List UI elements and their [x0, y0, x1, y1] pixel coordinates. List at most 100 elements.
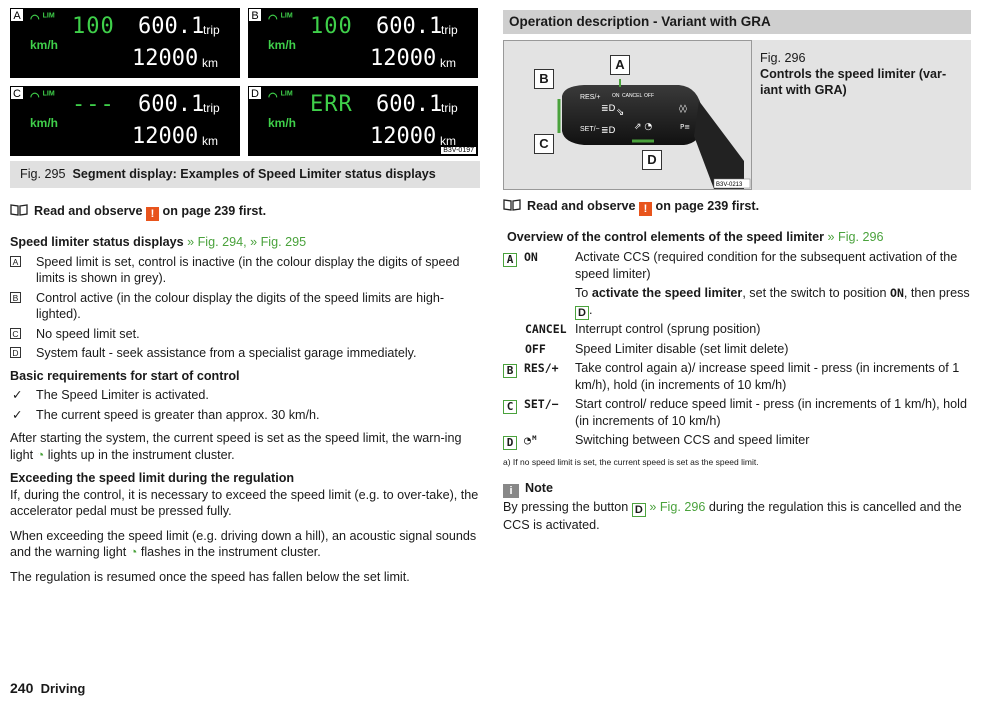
figure-link[interactable]: » Fig. 296 — [824, 230, 884, 244]
odometer-value: 12000 — [370, 124, 437, 149]
trip-value: 600.1 — [138, 92, 205, 117]
svg-text:SET/−: SET/− — [580, 126, 600, 133]
speed-value: 100 — [310, 14, 353, 39]
trip-unit: trip — [203, 23, 220, 37]
trip-unit: trip — [441, 101, 458, 115]
control-row-off: OFF Speed Limiter disable (set limit del… — [525, 342, 789, 356]
panel-label: C — [10, 86, 24, 100]
check-icon: ✓ — [12, 388, 23, 402]
svg-text:≣D: ≣D — [601, 126, 616, 136]
control-row-a: A ON Activate CCS (required condition fo… — [503, 249, 973, 283]
figure-295: A ◠ LIM 100 km/h 600.1 trip 12000 km B ◠… — [10, 8, 480, 158]
lever-illustration: RES/+ ON CANCEL OFF SET/− ≣D ⇘ ≣D ⇗ ◔ ◊◊… — [557, 79, 751, 189]
svg-text:≣D: ≣D — [601, 104, 616, 114]
figure-296: RES/+ ON CANCEL OFF SET/− ≣D ⇘ ≣D ⇗ ◔ ◊◊… — [503, 40, 752, 190]
display-panel-a: A ◠ LIM 100 km/h 600.1 trip 12000 km — [10, 8, 240, 78]
page-number: 240 — [10, 680, 34, 696]
svg-text:P≡: P≡ — [680, 123, 690, 131]
odometer-unit: km — [440, 56, 456, 70]
check-icon: ✓ — [12, 407, 23, 422]
display-panel-c: C ◠ LIM --- km/h 600.1 trip 12000 km — [10, 86, 240, 156]
warning-icon: ! — [146, 207, 159, 221]
note-text: By pressing the button D » Fig. 296 duri… — [503, 500, 962, 532]
speed-value: --- — [72, 92, 115, 117]
speed-unit: km/h — [30, 116, 59, 130]
speedometer-lim-icon: ◔ᴹ — [523, 433, 538, 447]
caption-number: Fig. 296 — [760, 51, 806, 65]
book-icon — [503, 199, 521, 211]
speedometer-lim-icon: ◠ LIM — [30, 12, 55, 25]
panel-label: B — [248, 8, 262, 22]
display-panel-b: B ◠ LIM 100 km/h 600.1 trip 12000 km — [248, 8, 478, 78]
callout-d: D — [642, 150, 662, 170]
page-footer: 240 Driving — [10, 680, 85, 696]
odometer-value: 12000 — [370, 46, 437, 71]
trip-unit: trip — [203, 101, 220, 115]
speedometer-warning-icon: ◔ — [129, 545, 138, 559]
speed-value: 100 — [72, 14, 115, 39]
read-observe-line: Read and observe ! on page 239 first. — [10, 203, 480, 221]
svg-text:ON: ON — [612, 93, 620, 99]
resumed-text: The regulation is resumed once the speed… — [10, 569, 410, 584]
list-item: ✓The Speed Limiter is activated. — [12, 388, 209, 402]
trip-value: 600.1 — [138, 14, 205, 39]
display-panel-d: D ◠ LIM ERR km/h 600.1 trip 12000 km B3V… — [248, 86, 478, 156]
odometer-value: 12000 — [132, 124, 199, 149]
control-row-cancel: CANCEL Interrupt control (sprung positio… — [525, 322, 761, 336]
speed-value: ERR — [310, 92, 353, 117]
info-icon: i — [503, 484, 519, 498]
warning-icon: ! — [639, 202, 652, 216]
speedometer-lim-icon: ◠ LIM — [30, 90, 55, 103]
after-start-text: After starting the system, the current s… — [10, 431, 462, 462]
odometer-unit: km — [202, 134, 218, 148]
exceed-heading: Exceeding the speed limit during the reg… — [10, 471, 295, 485]
svg-text:RES/+: RES/+ — [580, 94, 600, 101]
panel-label: D — [248, 86, 262, 100]
control-row-c: C SET/− Start control/ reduce speed limi… — [503, 396, 973, 430]
footnote: a) If no speed limit is set, the current… — [503, 457, 759, 467]
speedometer-warning-icon: ◔ — [36, 447, 45, 462]
speedometer-lim-icon: ◠ LIM — [268, 90, 293, 103]
hill-text: When exceeding the speed limit (e.g. dri… — [10, 528, 477, 560]
trip-unit: trip — [441, 23, 458, 37]
section-heading: Operation description - Variant with GRA — [503, 10, 971, 34]
status-heading: Speed limiter status displays » Fig. 294… — [10, 235, 307, 249]
speed-unit: km/h — [268, 116, 297, 130]
speedometer-lim-icon: ◠ LIM — [268, 12, 293, 25]
figure-link[interactable]: » Fig. 294, » Fig. 295 — [183, 235, 307, 249]
figure-link[interactable]: » Fig. 296 — [645, 500, 706, 514]
svg-text:CANCEL: CANCEL — [622, 93, 643, 99]
control-row-d: D ◔ᴹ Switching between CCS and speed lim… — [503, 432, 973, 450]
callout-b: B — [534, 69, 554, 89]
read-observe-line-right: Read and observe ! on page 239 first. — [503, 198, 973, 216]
caption-text: Controls the speed limiter (var-iant wit… — [760, 67, 947, 97]
panel-label: A — [10, 8, 24, 22]
trip-value: 600.1 — [376, 14, 443, 39]
svg-text:⇗ ◔: ⇗ ◔ — [634, 122, 652, 132]
list-item: ✓The current speed is greater than appro… — [12, 407, 320, 422]
section-name: Driving — [40, 681, 86, 696]
speed-unit: km/h — [30, 38, 59, 52]
svg-text:◊◊: ◊◊ — [679, 104, 687, 113]
basic-list: ✓The Speed Limiter is activated. ✓The cu… — [10, 387, 480, 423]
caption-text: Segment display: Examples of Speed Limit… — [72, 167, 436, 181]
odometer-unit: km — [202, 56, 218, 70]
svg-text:⇘: ⇘ — [616, 107, 624, 118]
figure-296-caption: Fig. 296 Controls the speed limiter (var… — [752, 40, 971, 190]
callout-c: C — [534, 134, 554, 154]
overview-heading: Overview of the control elements of the … — [507, 230, 884, 244]
control-row-a-detail: To activate the speed limiter, set the s… — [575, 286, 970, 320]
figure-295-caption: Fig. 295 Segment display: Examples of Sp… — [10, 161, 480, 188]
callout-a: A — [610, 55, 630, 75]
speed-unit: km/h — [268, 38, 297, 52]
odometer-value: 12000 — [132, 46, 199, 71]
book-icon — [10, 204, 28, 216]
odometer-unit: km — [440, 134, 456, 148]
svg-text:OFF: OFF — [644, 93, 654, 99]
